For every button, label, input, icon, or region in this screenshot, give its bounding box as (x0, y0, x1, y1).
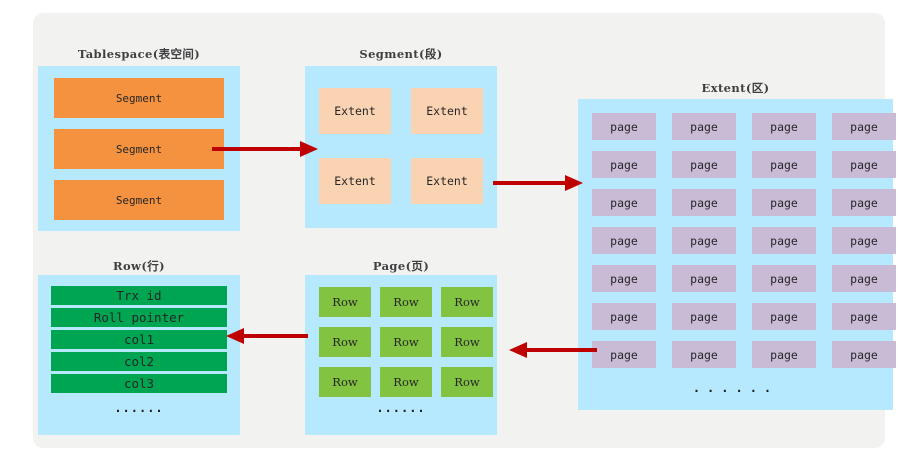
extent-page-box[interactable]: page (752, 189, 816, 216)
row-field-box[interactable]: col1 (51, 330, 227, 349)
row-ellipsis: ...... (114, 401, 164, 415)
page-row-box[interactable]: Row (380, 287, 432, 317)
segment-extent-box[interactable]: Extent (411, 88, 483, 134)
extent-page-box[interactable]: page (592, 151, 656, 178)
row-panel: Trx id Roll pointer col1 col2 col3 ...... (38, 275, 240, 435)
arrow-segment-to-extent (493, 173, 583, 193)
extent-page-box[interactable]: page (592, 265, 656, 292)
tablespace-segment-box[interactable]: Segment (54, 78, 224, 118)
segment-extent-box[interactable]: Extent (319, 158, 391, 204)
row-field-box[interactable]: col2 (51, 352, 227, 371)
extent-page-box[interactable]: page (672, 265, 736, 292)
extent-page-box[interactable]: page (752, 151, 816, 178)
page-row-box[interactable]: Row (319, 367, 371, 397)
row-field-box[interactable]: Trx id (51, 286, 227, 305)
page-row-box[interactable]: Row (441, 327, 493, 357)
segment-title: Segment(段) (359, 47, 443, 61)
extent-page-box[interactable]: page (752, 265, 816, 292)
segment-extent-box[interactable]: Extent (411, 158, 483, 204)
extent-page-box[interactable]: page (752, 303, 816, 330)
extent-page-box[interactable]: page (832, 303, 896, 330)
extent-page-box[interactable]: page (592, 303, 656, 330)
page-row-box[interactable]: Row (441, 367, 493, 397)
tablespace-panel: Segment Segment Segment (38, 66, 240, 231)
segment-panel: Extent Extent Extent Extent (305, 66, 497, 228)
extent-page-box[interactable]: page (672, 341, 736, 368)
extent-page-box[interactable]: page (672, 227, 736, 254)
arrow-tablespace-to-segment (212, 139, 318, 159)
extent-page-box[interactable]: page (752, 227, 816, 254)
page-row-box[interactable]: Row (441, 287, 493, 317)
extent-page-box[interactable]: page (592, 113, 656, 140)
row-field-box[interactable]: col3 (51, 374, 227, 393)
extent-page-box[interactable]: page (832, 113, 896, 140)
extent-page-box[interactable]: page (832, 151, 896, 178)
extent-title: Extent(区) (701, 81, 770, 95)
extent-page-box[interactable]: page (832, 189, 896, 216)
extent-page-box[interactable]: page (752, 341, 816, 368)
extent-page-box[interactable]: page (672, 113, 736, 140)
page-title: Page(页) (372, 259, 430, 273)
extent-page-box[interactable]: page (592, 227, 656, 254)
extent-page-box[interactable]: page (752, 113, 816, 140)
page-ellipsis: ...... (376, 401, 426, 415)
page-row-box[interactable]: Row (319, 287, 371, 317)
extent-page-box[interactable]: page (672, 151, 736, 178)
extent-panel: page page page page page page page page page page… (578, 99, 896, 410)
page-row-box[interactable]: Row (380, 327, 432, 357)
extent-ellipsis: ...... (692, 381, 779, 395)
arrow-extent-to-page (505, 340, 597, 360)
page-row-box[interactable]: Row (380, 367, 432, 397)
segment-extent-box[interactable]: Extent (319, 88, 391, 134)
extent-page-box[interactable]: page (592, 189, 656, 216)
row-field-box[interactable]: Roll pointer (51, 308, 227, 327)
extent-page-box[interactable]: page (672, 303, 736, 330)
extent-page-box[interactable]: page (832, 227, 896, 254)
arrow-page-to-row (222, 326, 308, 346)
tablespace-segment-box[interactable]: Segment (54, 180, 224, 220)
extent-page-box[interactable]: page (832, 265, 896, 292)
tablespace-title: Tablespace(表空间) (77, 47, 201, 61)
page-row-box[interactable]: Row (319, 327, 371, 357)
extent-page-box[interactable]: page (832, 341, 896, 368)
row-title: Row(行) (113, 259, 165, 273)
extent-page-box[interactable]: page (592, 341, 656, 368)
tablespace-segment-box[interactable]: Segment (54, 129, 224, 169)
extent-page-box[interactable]: page (672, 189, 736, 216)
